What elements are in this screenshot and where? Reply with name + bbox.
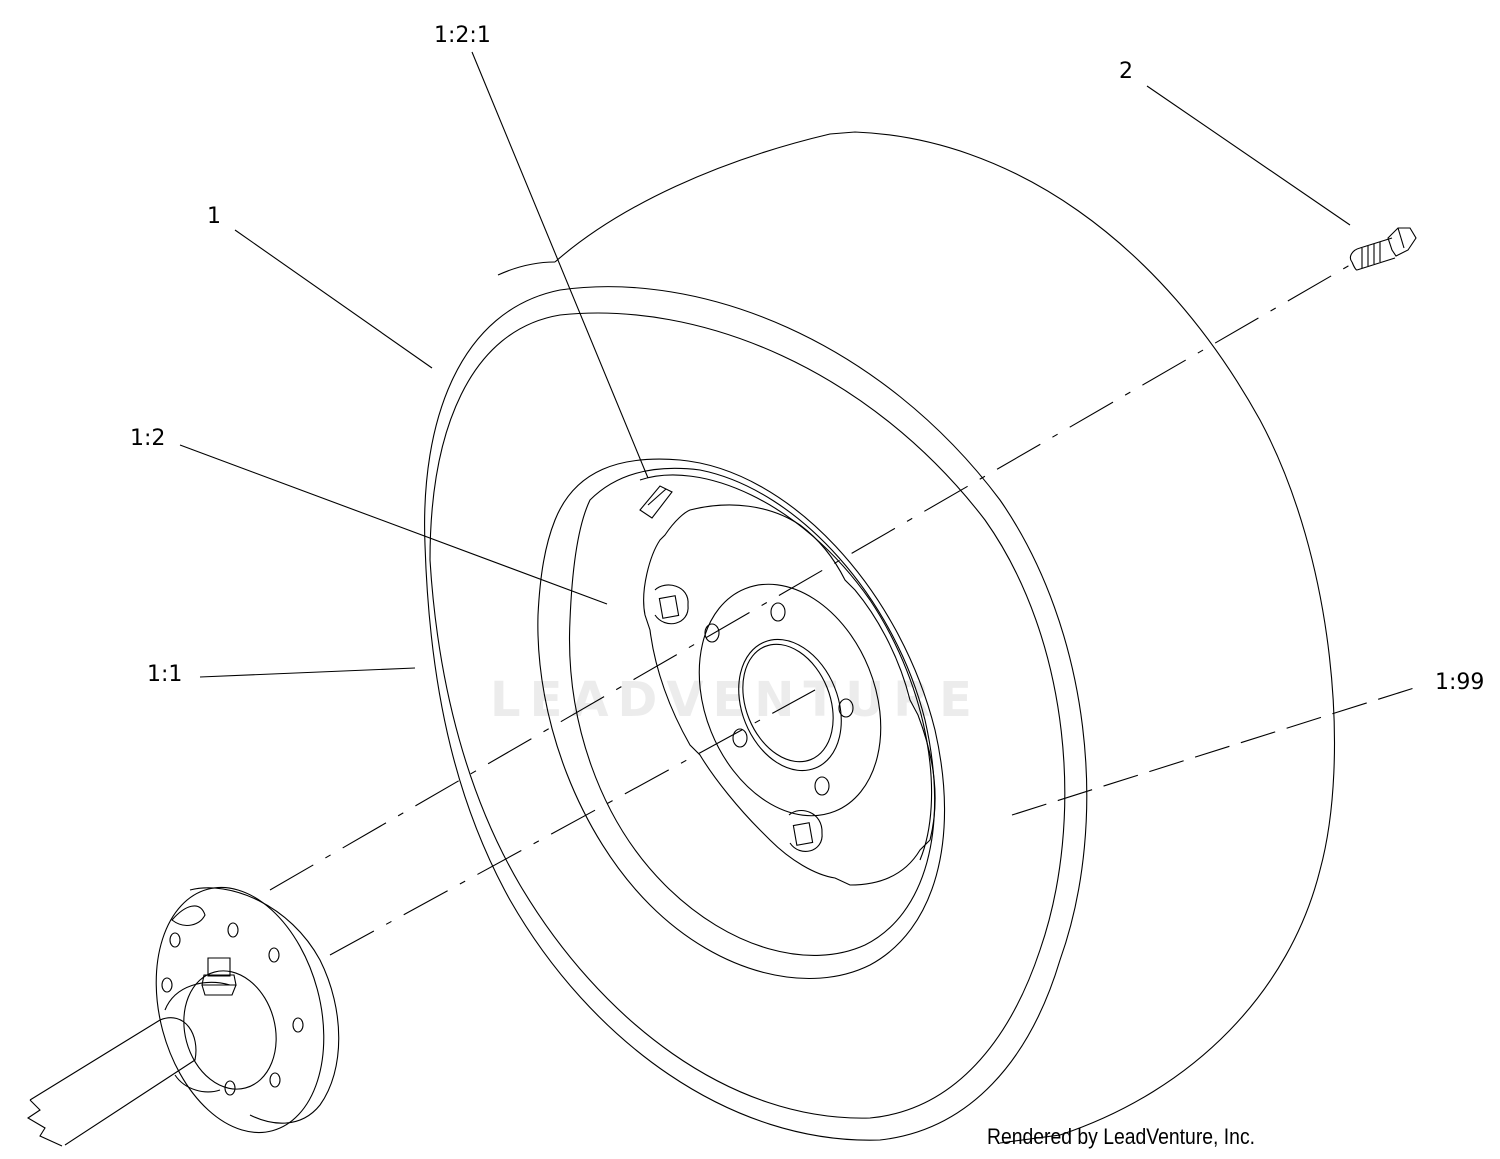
tire-sidewall [425, 287, 1087, 1141]
hub-assembly [28, 869, 350, 1152]
leader-1-1 [200, 668, 415, 677]
leader-1-2-1 [472, 52, 648, 478]
leader-2 [1147, 86, 1350, 225]
callout-1-1: 1:1 [147, 662, 183, 687]
wheel-center-plate [644, 505, 935, 885]
callout-1: 1 [207, 204, 221, 229]
leader-1-99 [1012, 688, 1414, 815]
callout-2: 2 [1119, 59, 1133, 84]
valve-stem [640, 486, 672, 518]
square-holes [655, 585, 822, 851]
callout-1-99: 1:99 [1435, 670, 1485, 695]
wheel-rim [538, 459, 945, 978]
rendered-by-footer: Rendered by LeadVenture, Inc. [987, 1124, 1256, 1149]
leader-lines [180, 52, 1414, 815]
tire-back-outline [498, 132, 1334, 1143]
leader-1-2 [180, 445, 607, 604]
callout-1-2-1: 1:2:1 [434, 23, 491, 48]
lug-holes [705, 603, 853, 795]
callout-1-2: 1:2 [130, 426, 166, 451]
bolt [1350, 228, 1416, 270]
assembly-axes [270, 265, 1350, 955]
watermark-text: LEADVENTURE [490, 672, 981, 728]
leader-1 [235, 230, 432, 368]
